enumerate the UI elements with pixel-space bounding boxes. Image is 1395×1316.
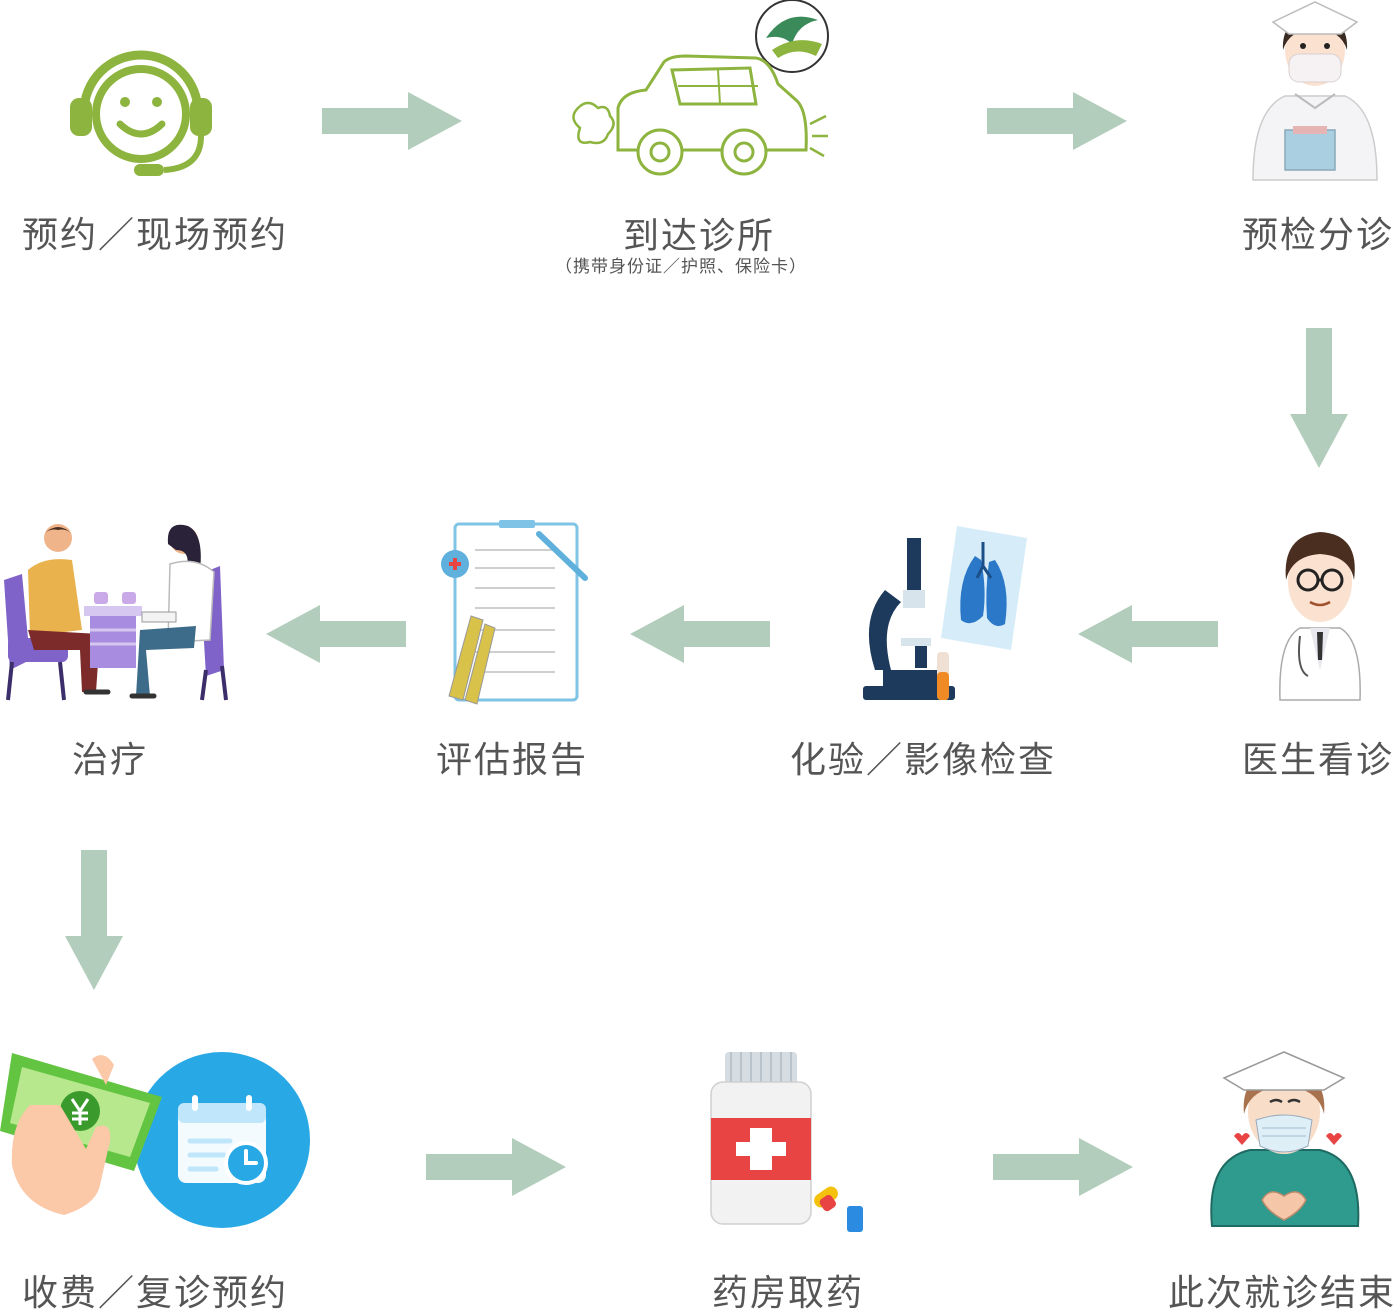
- arrow-right-icon: [426, 1138, 566, 1196]
- masked-nurse-icon: [1210, 1051, 1360, 1227]
- step-label: 收费／复诊预约: [22, 1273, 289, 1314]
- clipboard-report-icon: [441, 520, 588, 705]
- arrow-down-icon: [65, 850, 123, 990]
- step-label: 到达诊所: [623, 216, 776, 257]
- arrow-right-icon: [987, 92, 1127, 150]
- car-icon: [572, 0, 829, 176]
- step-label: 预检分诊: [1242, 215, 1395, 256]
- step-label: 评估报告: [436, 740, 589, 781]
- consultation-icon: [4, 524, 228, 701]
- payment-calendar-icon: [0, 1052, 310, 1228]
- step-label: 预约／现场预约: [22, 215, 289, 256]
- customer-service-headset-icon: [70, 50, 212, 176]
- step-label: 药房取药: [712, 1273, 865, 1314]
- arrow-down-icon: [1290, 328, 1348, 468]
- arrow-right-icon: [322, 92, 462, 150]
- doctor-icon: [1279, 532, 1361, 701]
- arrow-left-icon: [266, 605, 406, 663]
- arrow-left-icon: [630, 605, 770, 663]
- step-label: 治疗: [72, 740, 149, 781]
- step-label: 化验／影像检查: [790, 740, 1057, 781]
- arrow-left-icon: [1078, 605, 1218, 663]
- step-label: 此次就诊结束: [1168, 1273, 1395, 1314]
- step-sublabel: （携带身份证／护照、保险卡）: [555, 257, 807, 277]
- microscope-xray-icon: [863, 526, 1027, 700]
- nurse-icon: [1252, 1, 1378, 181]
- medicine-bottle-icon: [710, 1052, 863, 1232]
- arrow-right-icon: [993, 1138, 1133, 1196]
- step-label: 医生看诊: [1242, 740, 1395, 781]
